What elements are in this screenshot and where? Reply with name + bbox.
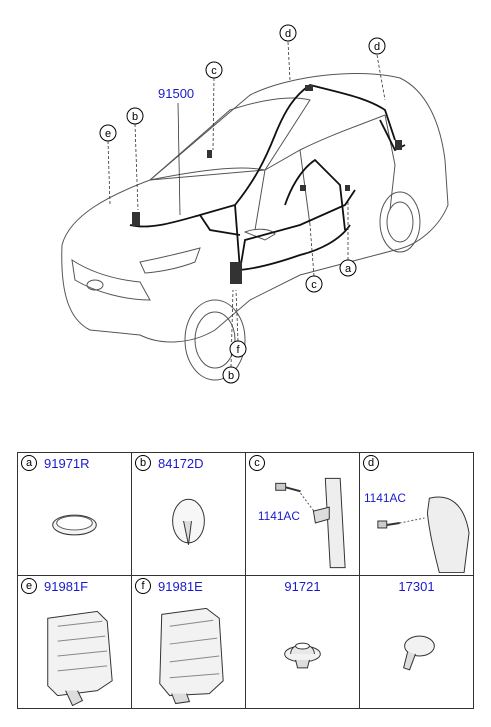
part-letter: e	[21, 577, 37, 594]
svg-text:d: d	[374, 41, 380, 53]
callout-d-top: d	[279, 24, 297, 42]
grommet-image	[284, 642, 321, 669]
round-cap-image	[172, 498, 205, 545]
svg-text:a: a	[345, 263, 352, 275]
part-number: 91981E	[158, 578, 203, 594]
part-letter: c	[249, 455, 265, 471]
callout-a: a	[339, 259, 357, 277]
part-letter: f	[135, 577, 151, 594]
callout-f: f	[229, 340, 247, 358]
part-number: 91971R	[44, 456, 90, 471]
svg-text:f: f	[236, 344, 240, 356]
part-cell-e: e 91981F	[17, 574, 132, 710]
part-cell-d: d 1141AC	[359, 452, 474, 576]
svg-text:d: d	[285, 28, 291, 40]
bolt-bracket-image: 1141AC	[258, 477, 346, 569]
callout-b-top: b	[126, 107, 144, 125]
part-number: 17301	[398, 578, 435, 594]
callout-d-right: d	[368, 37, 386, 55]
callout-c-bottom: c	[305, 275, 323, 293]
part-letter: d	[363, 455, 379, 471]
part-cell-17301: 17301	[359, 574, 474, 710]
plug-image	[403, 635, 435, 671]
part-cell-c: c 1141AC	[245, 452, 360, 576]
part-cell-f: f 91981E	[131, 574, 246, 710]
part-letter: b	[135, 455, 151, 471]
svg-text:b: b	[228, 370, 234, 382]
part-cell-91721: 91721	[245, 574, 360, 710]
part-number: 91981F	[44, 578, 89, 594]
part-cell-b: b 84172D	[131, 452, 246, 576]
callout-c-top: c	[205, 61, 223, 79]
part-number: 84172D	[158, 456, 204, 471]
grommet-plug-image	[52, 514, 97, 536]
parts-table: a 91971R b 84172D c 1141AC d 1141AC	[17, 452, 474, 710]
connector-protector-image	[47, 610, 113, 706]
main-part-number: 91500	[158, 86, 194, 101]
callout-b-bottom: b	[222, 366, 240, 384]
sub-part-label: 1141AC	[364, 491, 406, 505]
part-letter: a	[21, 455, 37, 471]
bolt-panel-image: 1141AC	[364, 491, 470, 573]
callout-e: e	[99, 124, 117, 142]
svg-text:b: b	[132, 111, 138, 123]
svg-text:c: c	[311, 279, 317, 291]
sub-part-label: 1141AC	[258, 509, 300, 523]
svg-text:e: e	[105, 128, 111, 140]
vehicle-wiring-diagram: 91500 d d c b e c a f b	[61, 24, 449, 384]
svg-text:c: c	[211, 65, 217, 77]
connector-protector-image	[159, 607, 224, 704]
part-number: 91721	[284, 578, 321, 594]
part-cell-a: a 91971R	[17, 452, 132, 576]
